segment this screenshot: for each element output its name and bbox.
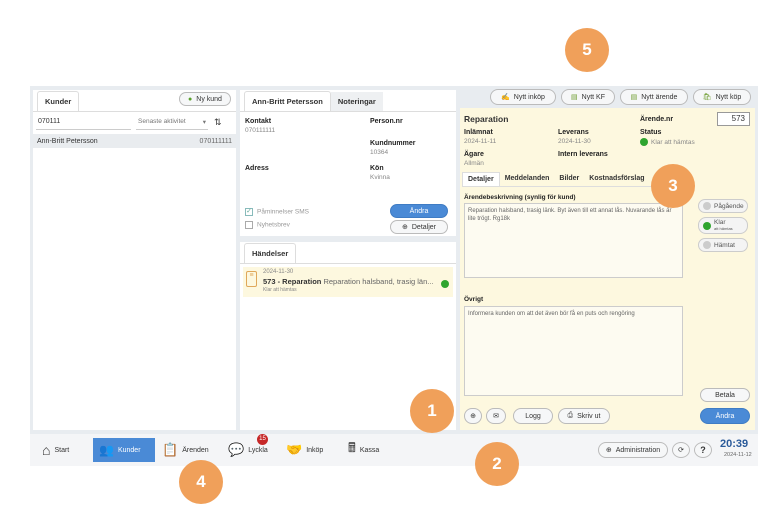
- customer-detail-tabs: Ann-Britt Petersson Noteringar: [240, 90, 456, 112]
- cash-register-icon: 🖩: [348, 440, 356, 455]
- case-description-field[interactable]: Reparation halsband, trasig länk. Byt äv…: [464, 203, 683, 278]
- log-button[interactable]: Logg: [513, 408, 553, 424]
- tab-customer-name[interactable]: Ann-Britt Petersson: [244, 91, 331, 111]
- handshake-icon: 🤝: [286, 442, 303, 457]
- help-icon[interactable]: ?: [694, 442, 712, 458]
- gender-label: Kön: [370, 165, 384, 172]
- users-icon: 👥: [99, 443, 114, 457]
- nav-customers[interactable]: 👥Kunder: [93, 438, 155, 462]
- customer-number-label: Kundnummer: [370, 140, 416, 147]
- new-kf-button[interactable]: ▤Nytt KF: [561, 89, 615, 105]
- nav-register[interactable]: 🖩Kassa: [348, 439, 379, 461]
- notification-badge: 15: [257, 434, 268, 445]
- new-sale-button[interactable]: 🛍Nytt köp: [693, 89, 751, 105]
- envelope-icon[interactable]: ✉: [486, 408, 506, 424]
- repair-title: Reparation: [464, 114, 509, 124]
- clipboard-icon: 📋: [162, 442, 179, 457]
- callout-1: 1: [410, 389, 454, 433]
- event-item[interactable]: ≡ 2024-11-30 573 - Reparation Reparation…: [243, 267, 453, 297]
- edit-customer-button[interactable]: Ändra: [390, 204, 448, 218]
- contact-value: 070111111: [245, 127, 276, 134]
- administration-button[interactable]: ⊕Administration: [598, 442, 668, 458]
- address-label: Adress: [245, 165, 269, 172]
- tab-notes[interactable]: Noteringar: [330, 92, 383, 111]
- handshake-icon: ✍: [501, 94, 510, 101]
- new-case-button[interactable]: ▤Nytt ärende: [620, 89, 688, 105]
- repair-panel: Reparation Ärende.nr 573 Inlämnat 2024-1…: [460, 108, 755, 430]
- callout-2: 2: [475, 442, 519, 486]
- status-value: Klar att hämtas: [640, 138, 695, 146]
- status-picked-up[interactable]: Hämtat: [698, 238, 748, 252]
- details-button[interactable]: ⊕Detaljer: [390, 220, 448, 234]
- cart-icon: 🛍: [702, 94, 712, 101]
- sort-select[interactable]: Senaste aktivitet▾: [136, 116, 208, 130]
- nav-lyckla[interactable]: 💬Lyckla: [228, 442, 268, 457]
- print-button[interactable]: ⎙Skriv ut: [558, 408, 610, 424]
- checkmark-icon: ✓: [245, 208, 253, 216]
- customer-detail-panel: Ann-Britt Petersson Noteringar Kontakt 0…: [240, 90, 456, 236]
- chat-icon: 💬: [228, 442, 245, 457]
- case-number-label: Ärende.nr: [640, 116, 674, 123]
- tab-events[interactable]: Händelser: [244, 243, 297, 263]
- newsletter-checkbox[interactable]: Nyhetsbrev: [245, 221, 290, 229]
- globe-icon: ⊕: [605, 447, 612, 454]
- sms-reminder-checkbox[interactable]: ✓Påminnelser SMS: [245, 208, 310, 216]
- status-in-progress[interactable]: Pågående: [698, 199, 748, 213]
- tab-details[interactable]: Detaljer: [462, 172, 500, 186]
- other-notes-field[interactable]: Informera kunden om att det även bör få …: [464, 306, 683, 396]
- callout-4: 4: [179, 460, 223, 504]
- nav-purchases[interactable]: 🤝Inköp: [286, 442, 324, 457]
- customer-number-value: 10364: [370, 149, 389, 156]
- document-icon: ▤: [571, 94, 578, 101]
- callout-5: 5: [565, 28, 609, 72]
- clock-time: 20:39: [720, 438, 749, 450]
- customer-tabs: Kunder: [33, 90, 236, 112]
- document-icon: ≡: [246, 271, 257, 287]
- repair-tabs: Detaljer Meddelanden Bilder Kostnadsförs…: [462, 172, 686, 187]
- tab-cost-estimate[interactable]: Kostnadsförslag: [589, 175, 645, 182]
- customer-search-input[interactable]: 070111: [36, 116, 131, 130]
- app-window: ✍Nytt inköp ▤Nytt KF ▤Nytt ärende 🛍Nytt …: [30, 86, 758, 466]
- globe-icon: ⊕: [402, 224, 408, 231]
- pay-button[interactable]: Betala: [700, 388, 750, 402]
- printer-icon: ⎙: [567, 412, 574, 419]
- tab-images[interactable]: Bilder: [559, 175, 580, 182]
- tab-messages[interactable]: Meddelanden: [504, 175, 550, 182]
- contact-label: Kontakt: [245, 118, 272, 125]
- globe-icon[interactable]: ⊕: [464, 408, 482, 424]
- status-dot: [441, 280, 449, 288]
- sort-order-icon[interactable]: ⇅: [214, 117, 222, 127]
- status-dot: [640, 138, 648, 146]
- new-customer-button[interactable]: ●Ny kund: [179, 92, 231, 106]
- nav-cases[interactable]: 📋Ärenden: [162, 442, 209, 457]
- document-icon: ▤: [630, 94, 638, 101]
- home-icon: ⌂: [42, 442, 51, 458]
- person-icon: ●: [188, 95, 193, 103]
- gender-value: Kvinna: [370, 174, 390, 181]
- callout-3: 3: [651, 164, 695, 208]
- edit-case-button[interactable]: Ändra: [700, 408, 750, 424]
- case-number-field[interactable]: 573: [717, 112, 750, 126]
- sync-icon[interactable]: ⟳: [672, 442, 690, 458]
- new-purchase-button[interactable]: ✍Nytt inköp: [490, 89, 556, 105]
- personnr-label: Person.nr: [370, 118, 403, 125]
- customer-row[interactable]: Ann-Britt Petersson 070111111: [33, 134, 236, 148]
- tab-customers[interactable]: Kunder: [37, 91, 80, 111]
- events-tabs: Händelser: [240, 242, 456, 264]
- bottom-nav: ⌂Start 👥Kunder 📋Ärenden 💬Lyckla 15 🤝Inkö…: [30, 434, 758, 466]
- chevron-down-icon: ▾: [202, 119, 206, 126]
- nav-start[interactable]: ⌂Start: [42, 442, 70, 458]
- customer-list-panel: Kunder ●Ny kund 070111 Senaste aktivitet…: [33, 90, 236, 430]
- clock-date: 2024-11-12: [724, 452, 752, 458]
